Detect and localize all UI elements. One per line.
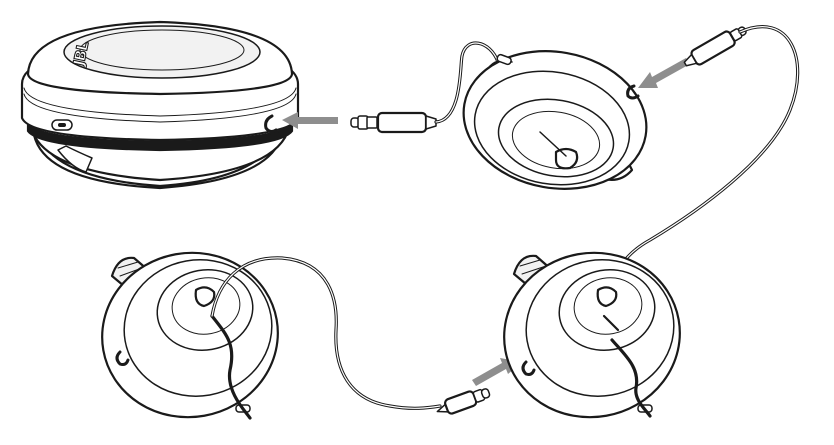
audio-cable-icon [210,256,442,420]
speaker-bottom-right-icon [503,251,681,419]
speaker-side-view-icon [20,20,300,190]
cable-wrap-icon [539,131,579,170]
speaker-bottom-left-icon [101,251,279,419]
arrow-icon [638,58,690,88]
arrow-icon [282,112,338,129]
audio-cable-icon [602,314,652,418]
audio-jack-plug-icon [350,111,437,134]
audio-jack-plug-icon [436,388,491,415]
audio-jack-plug-icon [683,26,747,67]
speaker-top-view-icon [462,50,648,190]
